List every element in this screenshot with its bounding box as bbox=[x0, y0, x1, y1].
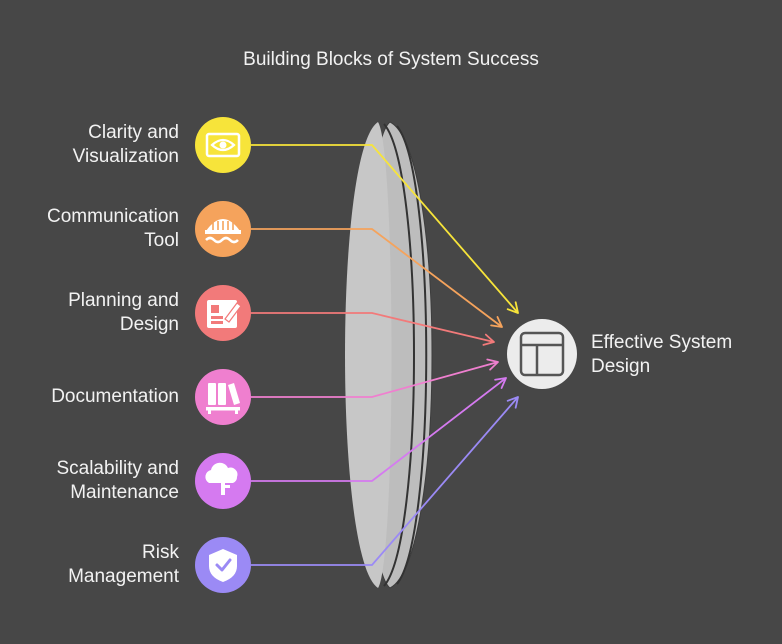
input-label-line1: Scalability and bbox=[56, 458, 179, 479]
arrowhead-2 bbox=[490, 316, 503, 328]
input-label-line2: Management bbox=[68, 566, 179, 587]
arrowhead-4 bbox=[486, 358, 499, 371]
input-label-line1: Documentation bbox=[51, 386, 179, 407]
input-node-2 bbox=[195, 201, 251, 257]
lens-shape bbox=[345, 121, 433, 589]
layout-icon bbox=[519, 331, 565, 377]
arrowhead-3 bbox=[482, 333, 495, 346]
shield-check-icon bbox=[209, 549, 237, 582]
input-label-line2: Design bbox=[119, 314, 179, 335]
input-label-line1: Planning and bbox=[68, 290, 179, 311]
input-label-line2: Maintenance bbox=[70, 482, 179, 503]
eye-icon bbox=[205, 132, 241, 158]
arrowhead-1 bbox=[506, 301, 519, 314]
input-label-line1: Clarity and bbox=[88, 122, 179, 143]
input-label-line1: Communication bbox=[47, 206, 179, 227]
output-label-line1: Effective System bbox=[591, 332, 733, 353]
connector-arrow-2 bbox=[251, 228, 503, 328]
output-label: Effective System Design bbox=[591, 331, 761, 379]
cloud-tree-icon bbox=[205, 462, 238, 495]
connector-arrow-1 bbox=[251, 144, 519, 314]
arrowhead-6 bbox=[506, 396, 519, 409]
output-label-line2: Design bbox=[591, 356, 651, 377]
input-node-1 bbox=[195, 117, 251, 173]
output-node bbox=[507, 319, 577, 389]
blueprint-icon bbox=[207, 300, 242, 328]
input-label-4: Documentation bbox=[0, 385, 179, 409]
input-node-3 bbox=[195, 285, 251, 341]
input-label-line2: Tool bbox=[144, 230, 179, 251]
input-node-6 bbox=[195, 537, 251, 593]
arrowhead-5 bbox=[494, 377, 507, 389]
input-label-line2: Visualization bbox=[72, 146, 179, 167]
books-icon bbox=[206, 383, 240, 414]
connector-arrow-3 bbox=[251, 312, 495, 343]
connector-arrow-5 bbox=[251, 377, 507, 482]
connector-arrow-6 bbox=[251, 396, 519, 566]
input-node-4 bbox=[195, 369, 251, 425]
input-node-5 bbox=[195, 453, 251, 509]
diagram-title: Building Blocks of System Success bbox=[243, 49, 539, 70]
bridge-icon bbox=[205, 219, 241, 244]
input-label-line1: Risk bbox=[142, 542, 179, 563]
connector-arrow-4 bbox=[251, 361, 499, 398]
